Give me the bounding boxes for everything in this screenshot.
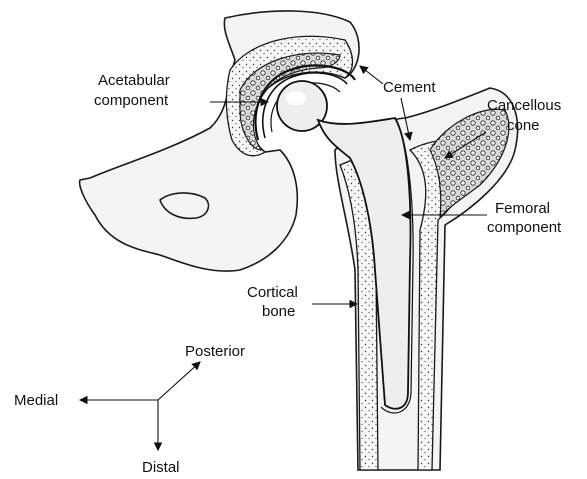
label-medial: Medial: [14, 392, 58, 409]
label-femoral-line1: Femoral: [495, 200, 550, 217]
label-distal: Distal: [142, 459, 180, 476]
orientation-axes: Posterior Medial Distal: [14, 343, 245, 476]
pelvis: [80, 11, 359, 271]
label-acetabular-line1: Acetabular: [98, 72, 170, 89]
label-cortical-line2: bone: [262, 303, 295, 320]
axis-posterior: [158, 362, 200, 400]
label-posterior: Posterior: [185, 343, 245, 360]
leader-cement-upper: [360, 66, 383, 84]
label-cancellous-line1: Cancellous: [487, 97, 561, 114]
label-cancellous-line2: cone: [507, 117, 540, 134]
label-femoral-line2: component: [487, 219, 562, 236]
femoral-component: [277, 81, 413, 413]
label-cortical-line1: Cortical: [247, 284, 298, 301]
label-acetabular-line2: component: [94, 92, 169, 109]
label-cement: Cement: [383, 79, 436, 96]
